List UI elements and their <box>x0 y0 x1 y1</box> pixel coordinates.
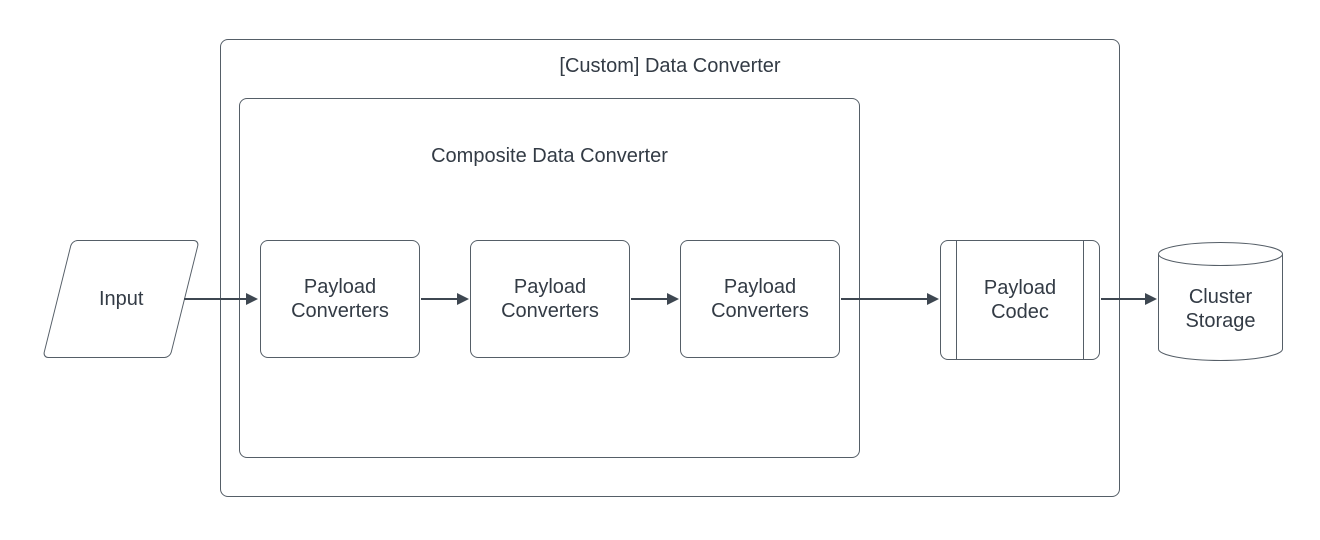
arrow-converter2-to-converter3-line <box>631 298 667 300</box>
payload-converters-label-1: Payload Converters <box>291 276 389 322</box>
arrow-converter1-to-converter2-head <box>457 293 469 305</box>
arrow-input-to-converter1-line <box>184 298 246 300</box>
payload-converters-label-3: Payload Converters <box>711 276 809 322</box>
cluster-storage-node: Cluster Storage <box>1158 242 1283 362</box>
input-node: Input <box>42 240 200 358</box>
arrow-codec-to-storage-line <box>1101 298 1145 300</box>
payload-codec-node: Payload Codec <box>940 240 1100 360</box>
custom-data-converter-title: [Custom] Data Converter <box>559 55 781 77</box>
cluster-storage-cylinder-shape <box>1158 242 1283 361</box>
composite-data-converter-title: Composite Data Converter <box>431 145 668 167</box>
arrow-converter3-to-codec-line <box>841 298 927 300</box>
payload-converters-node-1: Payload Converters <box>260 240 420 358</box>
arrow-converter1-to-converter2-line <box>421 298 457 300</box>
input-node-label: Input <box>98 288 144 310</box>
arrow-converter2-to-converter3-head <box>667 293 679 305</box>
payload-converters-node-2: Payload Converters <box>470 240 630 358</box>
arrow-converter3-to-codec-head <box>927 293 939 305</box>
payload-codec-label: Payload Codec <box>983 277 1057 323</box>
payload-converters-label-2: Payload Converters <box>501 276 599 322</box>
payload-converters-node-3: Payload Converters <box>680 240 840 358</box>
arrow-input-to-converter1-head <box>246 293 258 305</box>
arrow-codec-to-storage-head <box>1145 293 1157 305</box>
cluster-storage-label: Cluster Storage <box>1185 286 1256 332</box>
codec-right-bar <box>1083 241 1084 359</box>
codec-left-bar <box>956 241 957 359</box>
